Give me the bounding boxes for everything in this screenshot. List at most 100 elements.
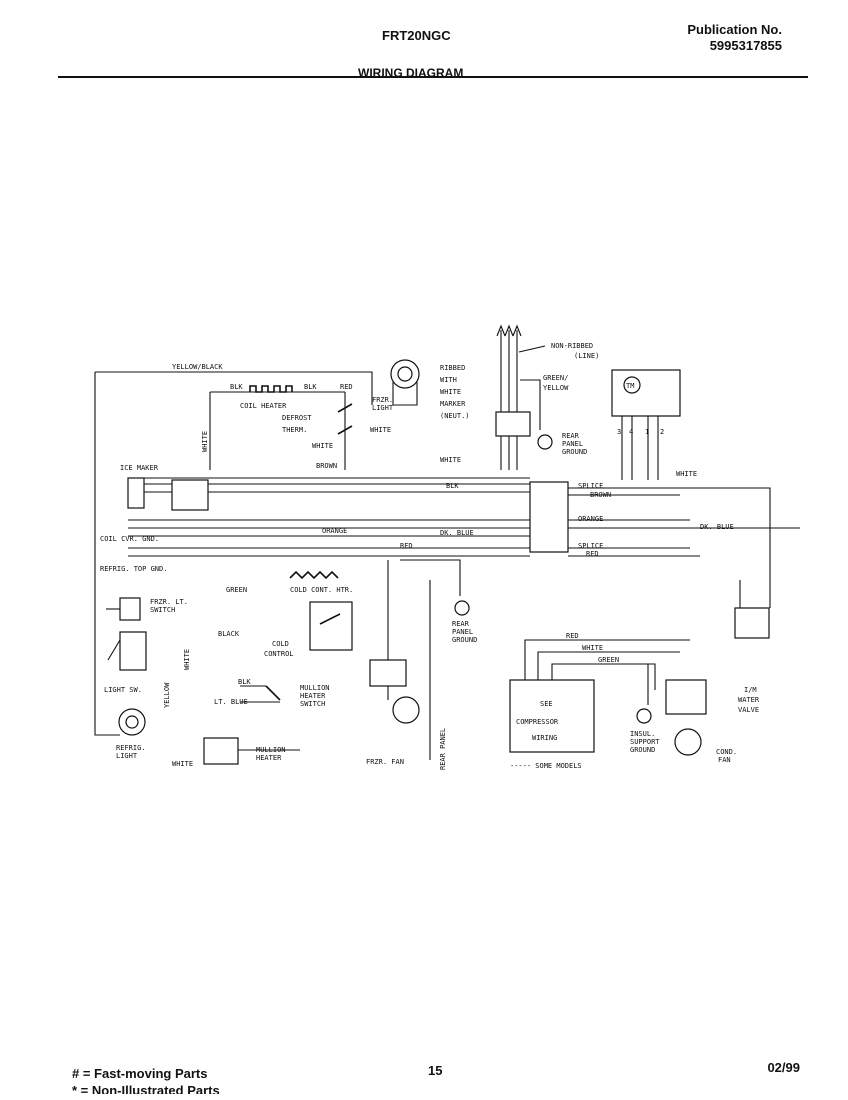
- label: GROUND: [452, 636, 477, 644]
- label: LT. BLUE: [214, 698, 248, 706]
- label: HEATER: [300, 692, 326, 700]
- defrost-timer: [611, 369, 681, 480]
- label: (LINE): [574, 352, 599, 360]
- label: MULLION: [256, 746, 286, 754]
- label: YELLOW: [163, 682, 171, 708]
- label: DK. BLUE: [700, 523, 734, 531]
- label: RED: [566, 632, 579, 640]
- revision-date: 02/99: [767, 1060, 800, 1075]
- label: BLACK: [218, 630, 240, 638]
- label: SWITCH: [150, 606, 175, 614]
- label: I/M: [744, 686, 757, 694]
- label: COND.: [716, 748, 737, 756]
- insul-support-ground: [636, 664, 652, 724]
- label: COLD: [272, 640, 289, 648]
- yellow-black-wire-top: [95, 371, 373, 405]
- label: COMPRESSOR: [516, 718, 559, 726]
- frzr-light-bulb: [390, 359, 420, 406]
- label: RIBBED: [440, 364, 465, 372]
- cond-fan: [665, 679, 707, 756]
- label: ORANGE: [322, 527, 347, 535]
- page-number: 15: [428, 1063, 443, 1078]
- label: REFRIG.: [116, 744, 146, 752]
- label: 3: [617, 428, 621, 436]
- label: FRZR. LT.: [150, 598, 188, 606]
- label: PANEL: [452, 628, 473, 636]
- label: WHITE: [172, 760, 193, 768]
- label: 1: [645, 428, 649, 436]
- mullion-heater-switch: [240, 685, 281, 703]
- label: GREEN: [226, 586, 247, 594]
- rear-panel-ground-mid: [400, 559, 470, 616]
- label: WHITE: [440, 456, 461, 464]
- label: 2: [660, 428, 664, 436]
- label: HEATER: [256, 754, 282, 762]
- label: THERM.: [282, 426, 307, 434]
- label: WITH: [440, 376, 457, 384]
- label: DEFROST: [282, 414, 312, 422]
- label: COIL CVR. GND.: [100, 535, 159, 543]
- label: GROUND: [562, 448, 587, 456]
- label: WATER: [738, 696, 760, 704]
- refrig-light: [118, 708, 146, 736]
- harness-middle: [128, 519, 530, 537]
- publication-block: Publication No. 5995317855: [687, 22, 782, 54]
- legend-fast-moving: # = Fast-moving Parts: [72, 1066, 208, 1081]
- label: REAR: [452, 620, 470, 628]
- label: REFRIG. TOP GND.: [100, 565, 167, 573]
- model-number: FRT20NGC: [382, 28, 451, 43]
- power-cord: [495, 324, 553, 470]
- label: ORANGE: [578, 515, 603, 523]
- label: BROWN: [590, 491, 611, 499]
- light-switch: [107, 631, 147, 671]
- label: LIGHT SW.: [104, 686, 142, 694]
- label: RED: [400, 542, 413, 550]
- label: GREEN/: [543, 374, 568, 382]
- water-valve: [734, 580, 771, 639]
- label: CONTROL: [264, 650, 294, 658]
- label: WHITE: [440, 388, 461, 396]
- label: YELLOW: [543, 384, 569, 392]
- label: 4: [629, 428, 633, 436]
- label: GREEN: [598, 656, 619, 664]
- label: SPLICE: [578, 542, 603, 550]
- harness-right: [568, 487, 800, 580]
- label: GROUND: [630, 746, 655, 754]
- label: SEE: [540, 700, 553, 708]
- label: WIRING: [532, 734, 557, 742]
- label: REAR PANEL: [439, 728, 447, 770]
- harness-lower: [128, 547, 530, 557]
- label: MARKER: [440, 400, 466, 408]
- label: SUPPORT: [630, 738, 660, 746]
- label: REAR: [562, 432, 580, 440]
- label: WHITE: [582, 644, 603, 652]
- label: FRZR.: [372, 396, 393, 404]
- coil-heater-element: [249, 385, 293, 393]
- label: BROWN: [316, 462, 337, 470]
- label: (NEUT.): [440, 412, 470, 420]
- label: SPLICE: [578, 482, 603, 490]
- label: INSUL.: [630, 730, 655, 738]
- label: ICE MAKER: [120, 464, 159, 472]
- label: RED: [340, 383, 353, 391]
- label: PANEL: [562, 440, 583, 448]
- header-rule: [58, 76, 808, 78]
- label: BLK: [238, 678, 251, 686]
- label: BLK: [304, 383, 317, 391]
- label: COLD CONT. HTR.: [290, 586, 353, 594]
- legend-non-illustrated: * = Non-Illustrated Parts: [72, 1083, 220, 1094]
- compressor-block: [509, 639, 690, 753]
- label: FAN: [718, 756, 731, 764]
- label: DK. BLUE: [440, 529, 474, 537]
- label: BLK: [446, 482, 459, 490]
- frzr-light-switch: [106, 597, 141, 621]
- mullion-heater: [203, 737, 300, 765]
- freezer-fan: [369, 560, 420, 724]
- yellow-black-wire: [94, 372, 120, 736]
- label: LIGHT: [372, 404, 394, 412]
- label: BLK: [230, 383, 243, 391]
- defrost-thermostat-switch: [337, 403, 353, 435]
- cold-control: [309, 601, 353, 651]
- publication-number: 5995317855: [709, 38, 782, 53]
